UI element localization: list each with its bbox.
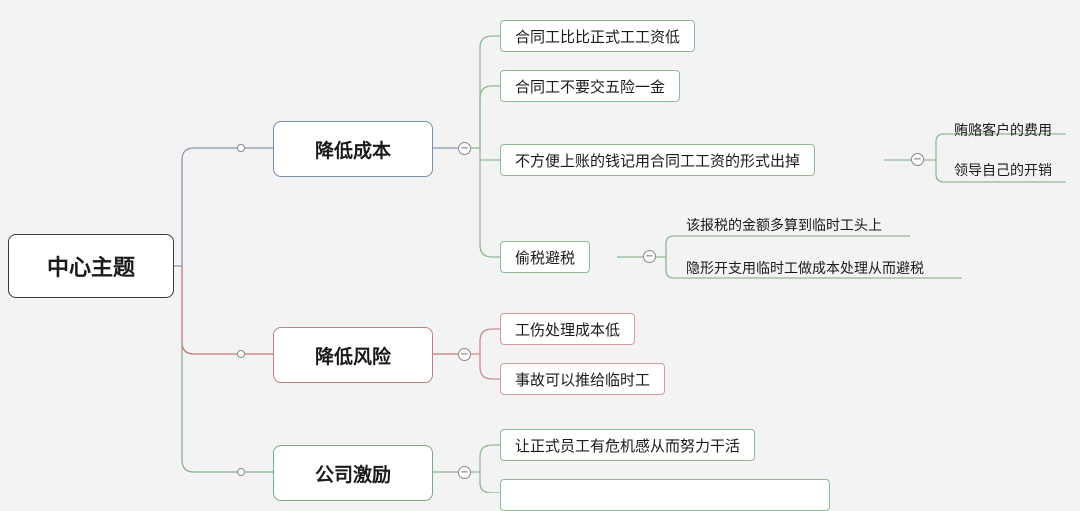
connector-root-incentive bbox=[181, 342, 273, 473]
collapse-toggle-incentive[interactable]: − bbox=[458, 466, 471, 479]
connector-dot-cost bbox=[237, 144, 245, 152]
connector-tax-1 bbox=[656, 235, 910, 258]
topic-blame-temp-worker[interactable]: 事故可以推给临时工 bbox=[500, 363, 666, 395]
connector-cost-1 bbox=[479, 35, 500, 148]
branch-reduce-cost[interactable]: 降低成本 bbox=[273, 121, 433, 177]
collapse-toggle-reduce-risk[interactable]: − bbox=[458, 348, 471, 361]
topic-off-book-money[interactable]: 不方便上账的钱记用合同工工资的形式出掉 bbox=[500, 144, 816, 176]
connector-risk-1 bbox=[471, 328, 500, 355]
root-topic[interactable]: 中心主题 bbox=[8, 234, 174, 298]
connector-offbook-2 bbox=[935, 160, 1066, 183]
connector-root-cost bbox=[174, 147, 273, 267]
topic-contract-wage-low[interactable]: 合同工比比正式工工资低 bbox=[500, 20, 696, 52]
connector-incentive-2 bbox=[479, 472, 500, 493]
collapse-toggle-off-book[interactable]: − bbox=[911, 153, 924, 166]
connector-cost-4 bbox=[479, 160, 500, 258]
connector-offbook-1 bbox=[924, 133, 1066, 161]
subtopic-client-bribe[interactable]: 贿赂客户的费用 bbox=[954, 123, 1052, 139]
topic-injury-cost-low[interactable]: 工伤处理成本低 bbox=[500, 313, 636, 345]
connector-dot-risk bbox=[237, 350, 245, 358]
topic-cut-off[interactable] bbox=[500, 479, 830, 511]
connector-risk-2 bbox=[479, 354, 500, 380]
connector-cost-2 bbox=[479, 85, 500, 148]
connector-incentive-1 bbox=[471, 444, 500, 473]
topic-tax-evasion[interactable]: 偷税避税 bbox=[500, 241, 591, 273]
subtopic-hidden-cost[interactable]: 隐形开支用临时工做成本处理从而避税 bbox=[686, 261, 924, 277]
branch-reduce-risk[interactable]: 降低风险 bbox=[273, 327, 433, 383]
connector-cost-3 bbox=[479, 148, 500, 161]
mind-map-canvas: 中心主题 降低成本 降低风险 公司激励 合同工比比正式工工资低 合同工不要交五险… bbox=[8, 20, 1066, 511]
topic-no-social-insurance[interactable]: 合同工不要交五险一金 bbox=[500, 70, 681, 102]
connector-root-risk bbox=[181, 266, 273, 355]
subtopic-tax-amount[interactable]: 该报税的金额多算到临时工头上 bbox=[686, 218, 882, 234]
subtopic-leader-expense[interactable]: 领导自己的开销 bbox=[954, 163, 1052, 179]
branch-company-incentive[interactable]: 公司激励 bbox=[273, 445, 433, 501]
connector-tax-2 bbox=[665, 257, 962, 279]
connector-lines bbox=[174, 35, 1066, 493]
collapse-toggle-tax[interactable]: − bbox=[643, 250, 656, 263]
connector-dot-incentive bbox=[237, 468, 245, 476]
collapse-toggle-reduce-cost[interactable]: − bbox=[458, 142, 471, 155]
topic-regular-staff-crisis[interactable]: 让正式员工有危机感从而努力干活 bbox=[500, 429, 756, 461]
